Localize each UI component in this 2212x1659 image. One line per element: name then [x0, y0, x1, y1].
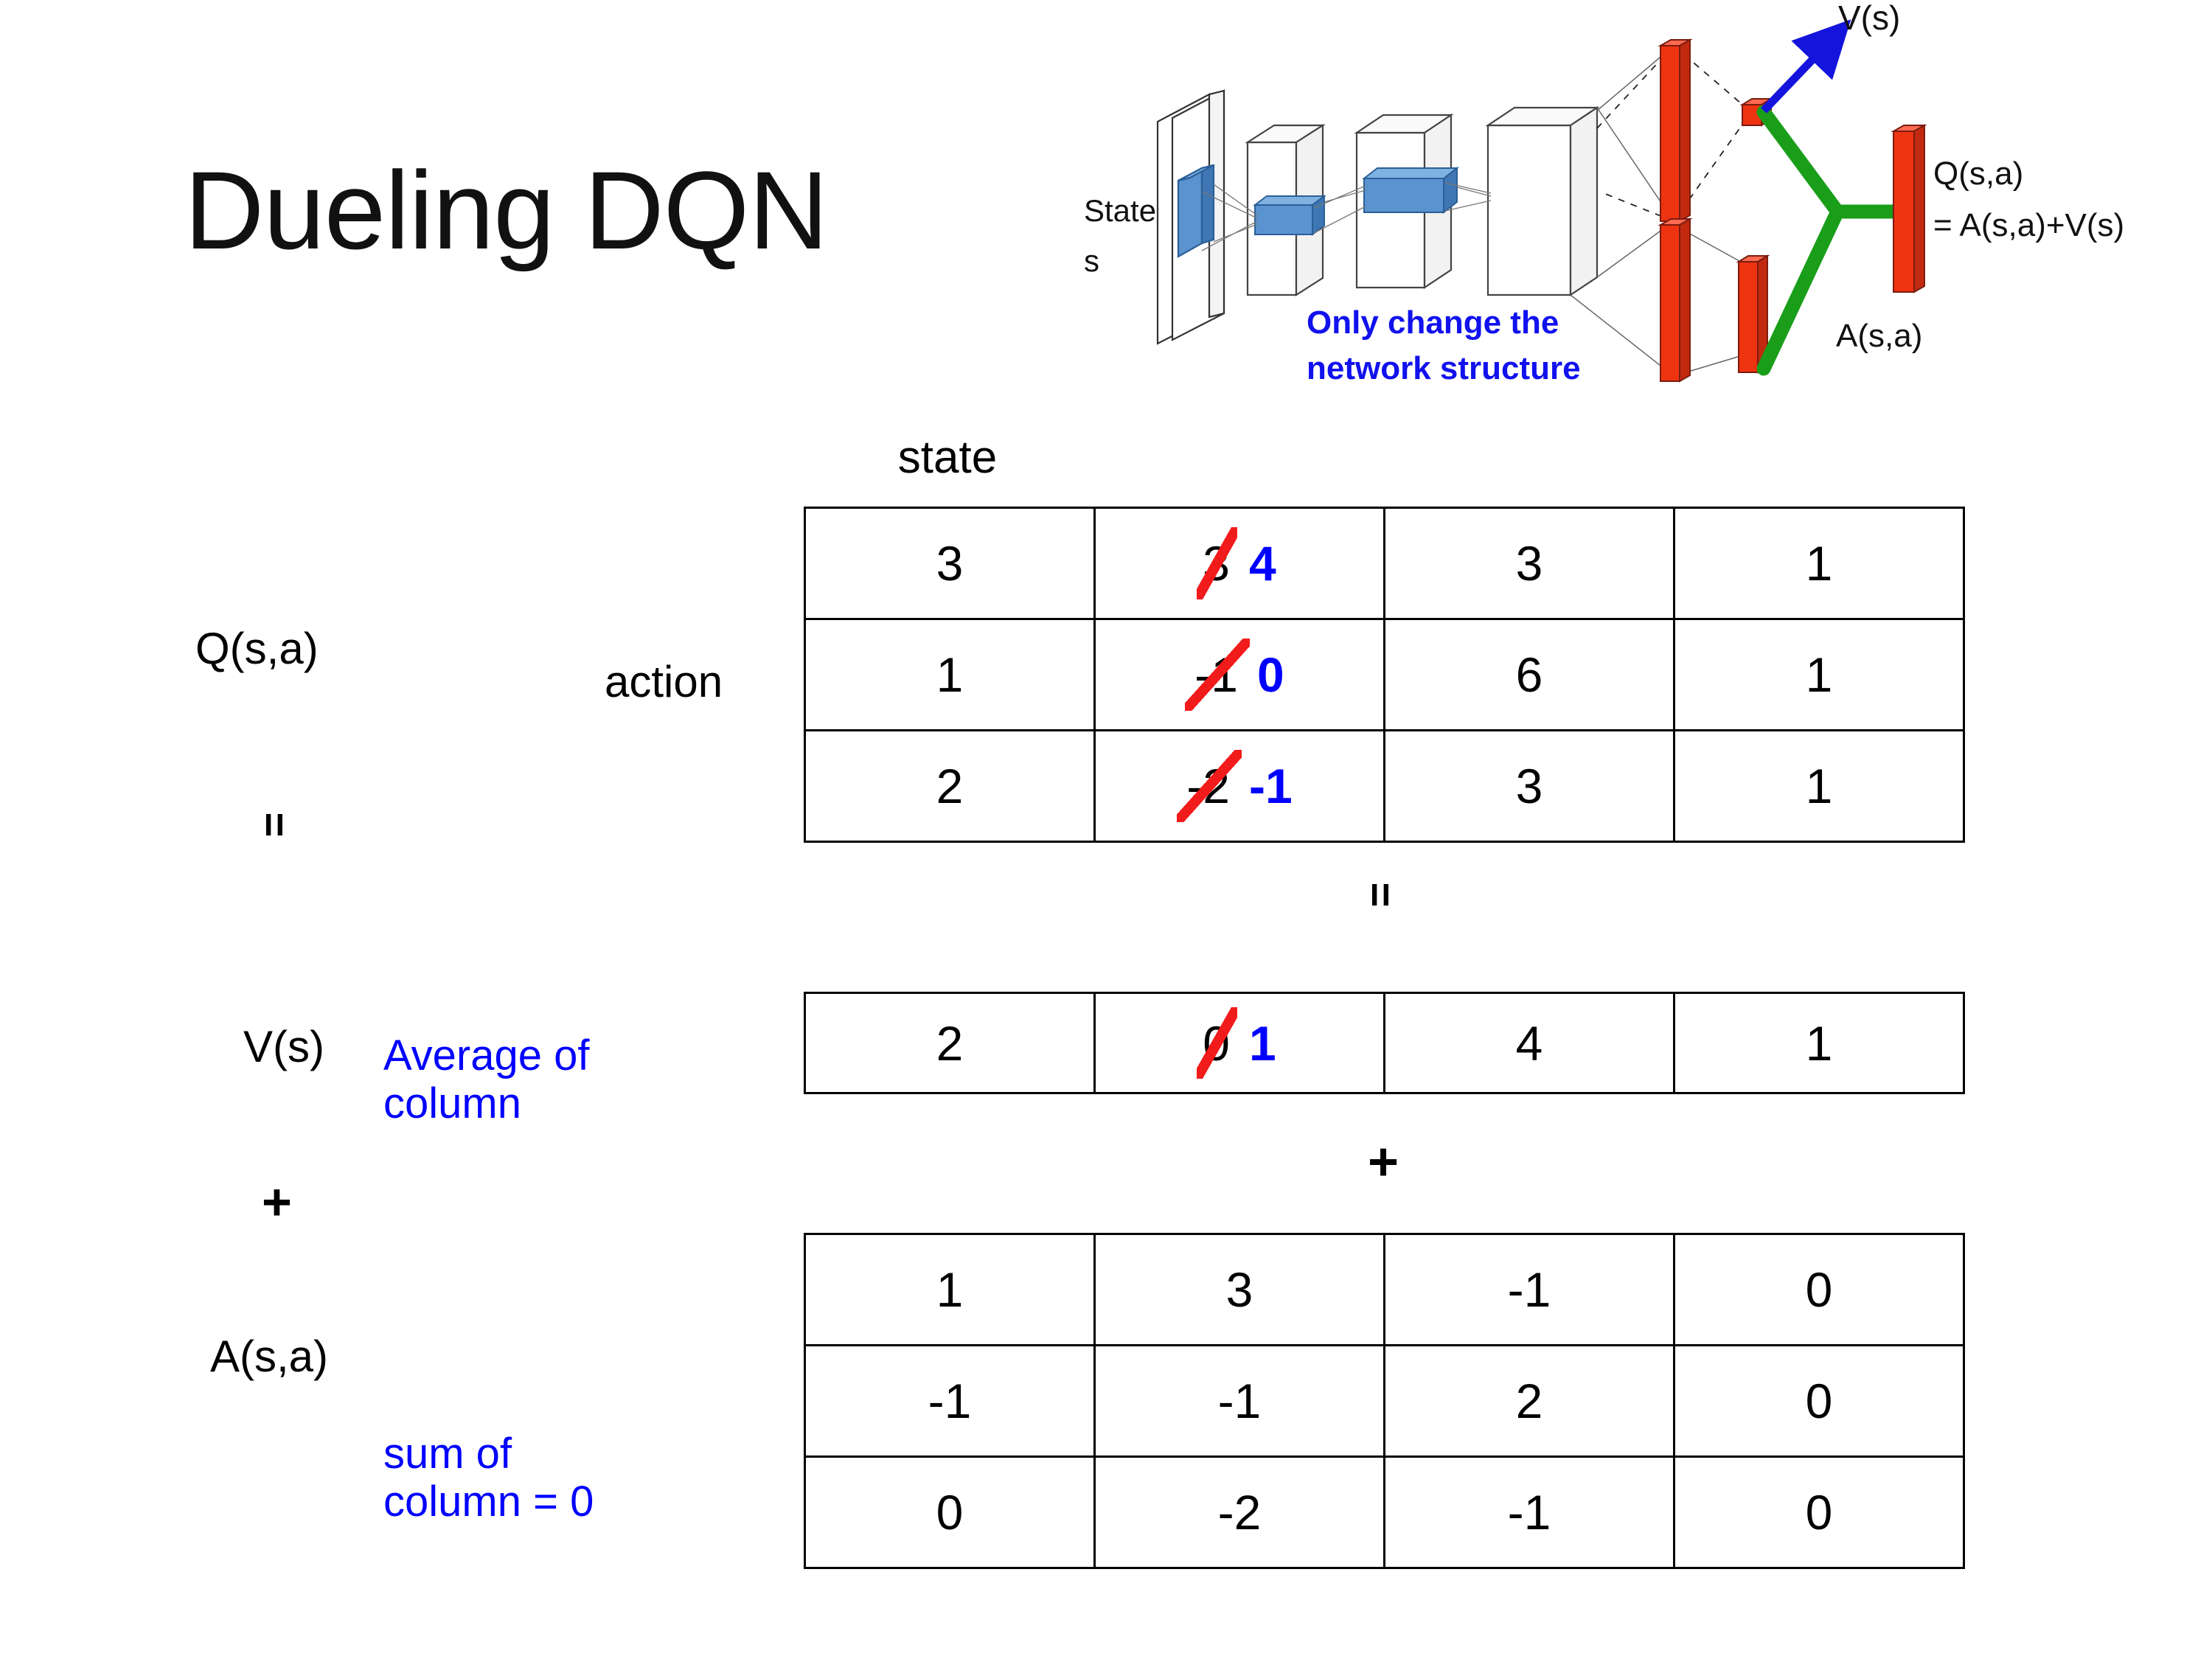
cell-value: 3	[936, 536, 964, 591]
dueling-network-diagram: State s V(s) A(s,a) Q(s,a) = A(s,a)+V(s)…	[1084, 0, 2212, 413]
plus-sign-middle: +	[1368, 1133, 1399, 1192]
average-note-line1: Average of	[383, 1032, 590, 1079]
table-cell: -2	[1093, 1455, 1385, 1569]
cell-value: -1	[928, 1374, 972, 1428]
a-table-label: A(s,a)	[210, 1332, 329, 1381]
table-row: 2 -2-1 3 1	[804, 729, 1965, 843]
diagram-v-output-label: V(s)	[1838, 0, 1900, 37]
cell-value: -1	[1507, 1262, 1551, 1317]
table-cell: 2	[1383, 1344, 1675, 1458]
table-cell: 0	[1673, 1455, 1965, 1569]
sum-note-line1: sum of	[383, 1430, 512, 1478]
diagram-q-output-label: Q(s,a)	[1933, 156, 2023, 192]
table-cell: 3	[1383, 507, 1675, 620]
average-of-column-note: Average of column	[383, 1032, 589, 1128]
struck-old-value: -1	[1185, 639, 1251, 711]
cell-value: 2	[1515, 1374, 1543, 1428]
cell-value: -1	[1217, 1374, 1262, 1428]
cell-value: 2	[936, 759, 964, 813]
diagram-a-output-label: A(s,a)	[1836, 318, 1922, 354]
struck-old-value: -2	[1177, 750, 1242, 822]
cell-value: 1	[1805, 536, 1833, 591]
state-axis-label: state	[0, 431, 2212, 484]
table-cell: 2	[804, 992, 1096, 1094]
table-cell: 0	[1673, 1344, 1965, 1458]
struck-old-value: 3	[1197, 527, 1237, 599]
v-table-label: V(s)	[243, 1022, 324, 1071]
table-cell: 2	[804, 729, 1096, 843]
table-row: 1 3 -1 0	[804, 1233, 1965, 1346]
cell-value: 3	[1515, 536, 1543, 591]
cell-value: 3	[1225, 1262, 1253, 1317]
cell-value: 2	[936, 1015, 964, 1071]
diagram-q-formula-label: = A(s,a)+V(s)	[1933, 207, 2124, 243]
table-cell: -1	[804, 1344, 1096, 1458]
updated-value: 1	[1249, 1015, 1276, 1071]
diagram-note-line2: network structure	[1307, 350, 1581, 386]
equals-sign-left: =	[250, 812, 299, 838]
table-row: 0 -2 -1 0	[804, 1455, 1965, 1569]
table-cell: 1	[804, 618, 1096, 731]
cell-value: 1	[936, 1262, 964, 1317]
q-table-label: Q(s,a)	[195, 624, 319, 673]
table-cell: 1	[1673, 992, 1965, 1094]
cell-value: 1	[1805, 1015, 1833, 1071]
diagram-state-label-s: s	[1084, 243, 1099, 278]
diagram-state-label: State	[1084, 193, 1156, 228]
table-cell: 1	[1673, 507, 1965, 620]
cell-value: 0	[1805, 1374, 1833, 1428]
cell-value: 1	[1805, 759, 1833, 813]
table-cell: -1	[1383, 1455, 1675, 1569]
equals-sign-middle: =	[1356, 882, 1405, 908]
table-cell: 0	[804, 1455, 1096, 1569]
table-cell: 1	[1673, 729, 1965, 843]
struck-old-value: 0	[1197, 1006, 1237, 1079]
table-cell: -1	[1383, 1233, 1675, 1346]
table-cell: 3	[1093, 1233, 1385, 1346]
table-cell: 6	[1383, 618, 1675, 731]
plus-sign-left: +	[262, 1173, 292, 1231]
table-cell: 4	[1383, 992, 1675, 1094]
sum-of-column-note: sum of column = 0	[383, 1430, 594, 1526]
cell-value: 4	[1515, 1015, 1543, 1071]
cell-value: 0	[1805, 1262, 1833, 1317]
table-row: -1 -1 2 0	[804, 1344, 1965, 1458]
cell-value: 6	[1515, 647, 1543, 702]
cell-value: 3	[1515, 759, 1543, 813]
cell-value: 1	[1805, 647, 1833, 702]
updated-value: -1	[1249, 759, 1293, 813]
state-axis-label-text: state	[897, 432, 998, 483]
cell-value: 0	[1805, 1485, 1833, 1540]
table-cell: 3	[1383, 729, 1675, 843]
sum-note-line2: column = 0	[383, 1477, 594, 1526]
table-cell: 1	[804, 1233, 1096, 1346]
action-axis-label: action	[605, 657, 723, 706]
cell-value: 1	[936, 647, 964, 702]
table-cell: -2-1	[1093, 729, 1385, 843]
table-cell: 3	[804, 507, 1096, 620]
table-cell: 1	[1673, 618, 1965, 731]
cell-value: 0	[936, 1485, 964, 1540]
page-title: Dueling DQN	[184, 148, 829, 272]
table-cell: -1	[1093, 1344, 1385, 1458]
diagram-note-line1: Only change the	[1307, 305, 1559, 341]
updated-value: 0	[1256, 647, 1284, 702]
cell-value: -1	[1507, 1485, 1551, 1540]
updated-value: 4	[1249, 536, 1276, 591]
average-note-line2: column	[383, 1079, 521, 1127]
a-value-table: 1 3 -1 0 -1 -1 2 0 0 -2 -1 0	[804, 1233, 1965, 1569]
cell-value: -2	[1217, 1485, 1262, 1540]
table-cell: 0	[1673, 1233, 1965, 1346]
